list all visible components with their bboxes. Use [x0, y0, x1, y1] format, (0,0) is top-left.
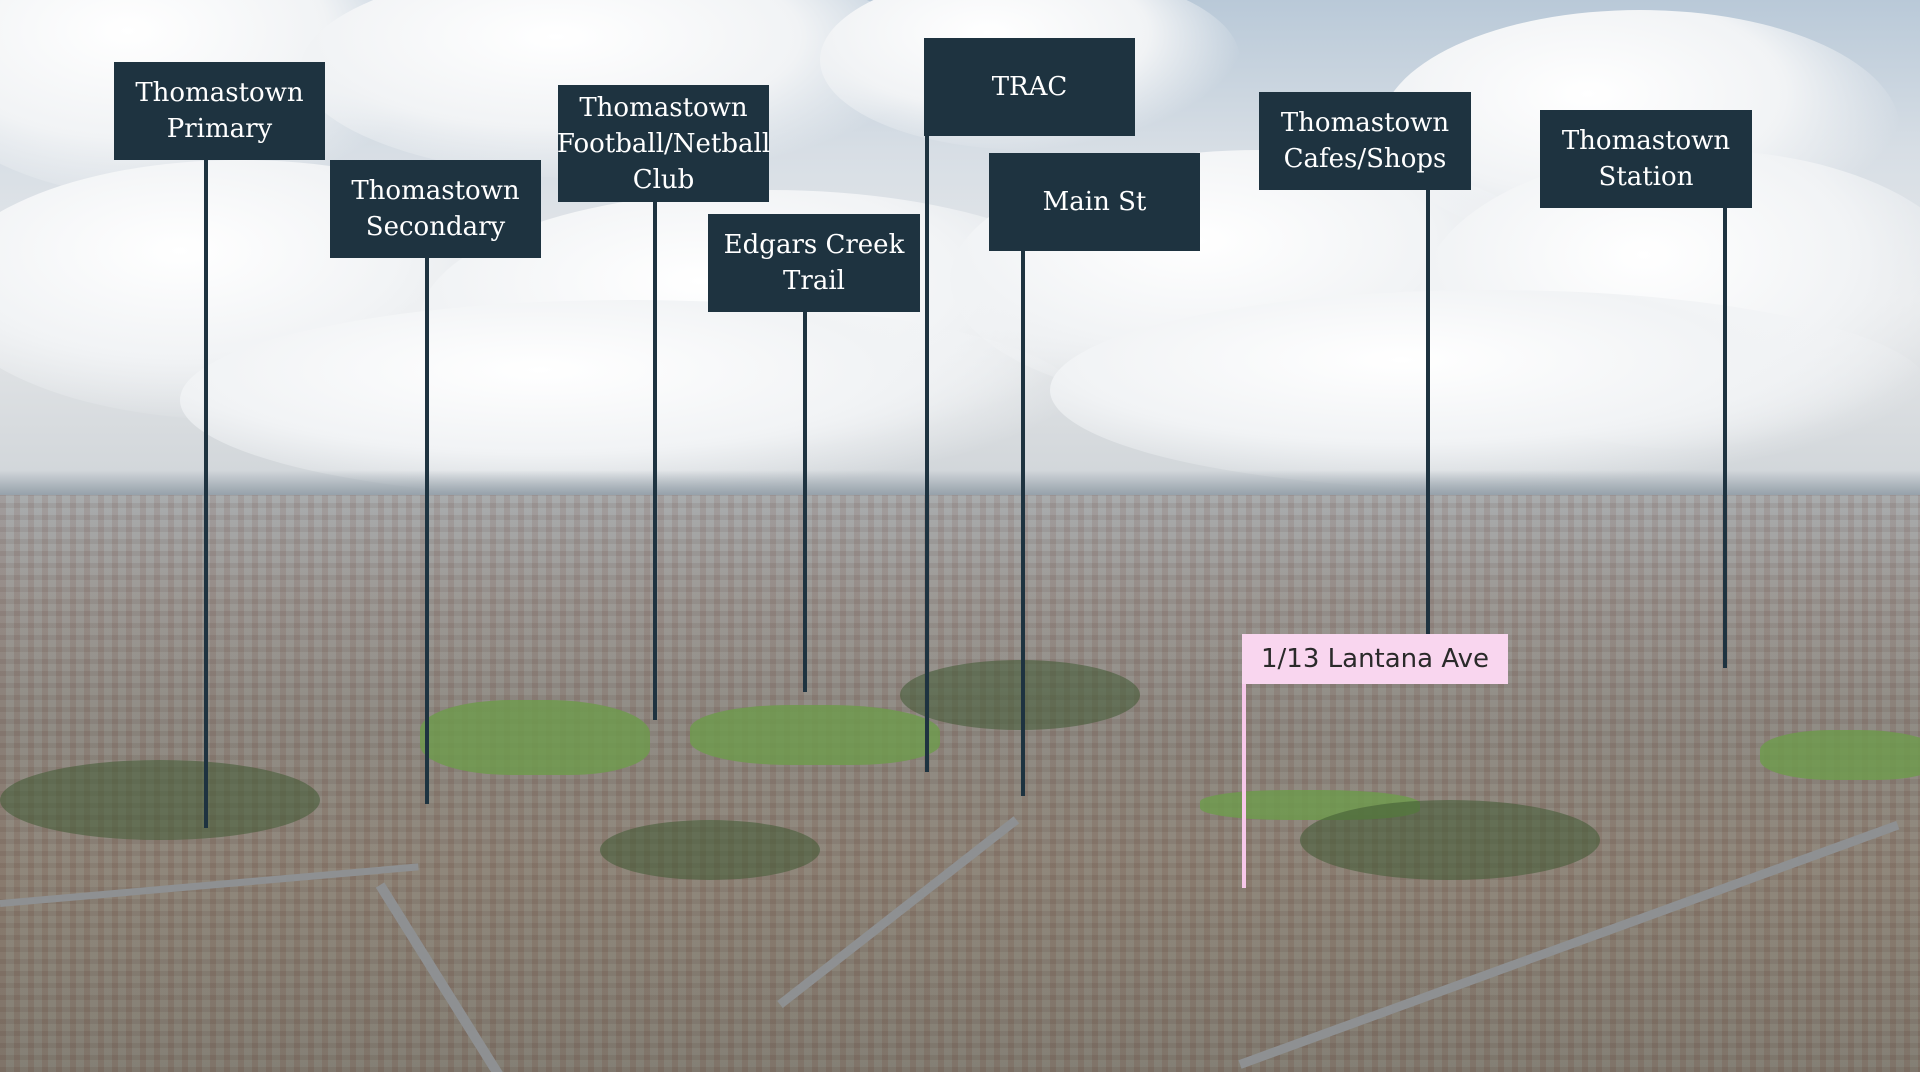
label-trac: TRAC — [924, 38, 1135, 136]
label-property-address: 1/13 Lantana Ave — [1242, 634, 1508, 684]
label-main-st: Main St — [989, 153, 1200, 251]
football-oval — [420, 700, 650, 775]
marker-pole — [425, 258, 429, 804]
label-edgars-creek-trail: Edgars Creek Trail — [708, 214, 920, 312]
label-football-netball-club: Thomastown Football/Netball Club — [557, 85, 770, 202]
marker-pole — [803, 312, 807, 692]
tree-cluster — [0, 760, 320, 840]
marker-pole — [1426, 190, 1430, 636]
cloud — [180, 300, 1080, 500]
label-cafes-shops: Thomastown Cafes/Shops — [1259, 92, 1471, 190]
label-thomastown-secondary: Thomastown Secondary — [330, 160, 541, 258]
label-thomastown-station: Thomastown Station — [1540, 110, 1752, 208]
green-strip — [1760, 730, 1920, 780]
property-marker-pole — [1242, 684, 1246, 888]
marker-pole — [204, 160, 208, 828]
marker-pole — [925, 136, 929, 772]
marker-pole — [1723, 208, 1727, 668]
tree-cluster — [900, 660, 1140, 730]
tree-cluster — [600, 820, 820, 880]
marker-pole — [1021, 250, 1025, 796]
park-field — [690, 705, 940, 765]
marker-pole — [653, 200, 657, 720]
tree-cluster — [1300, 800, 1600, 880]
suburb-houses — [0, 495, 1920, 1072]
cloud — [1050, 290, 1920, 490]
label-thomastown-primary: Thomastown Primary — [114, 62, 325, 160]
